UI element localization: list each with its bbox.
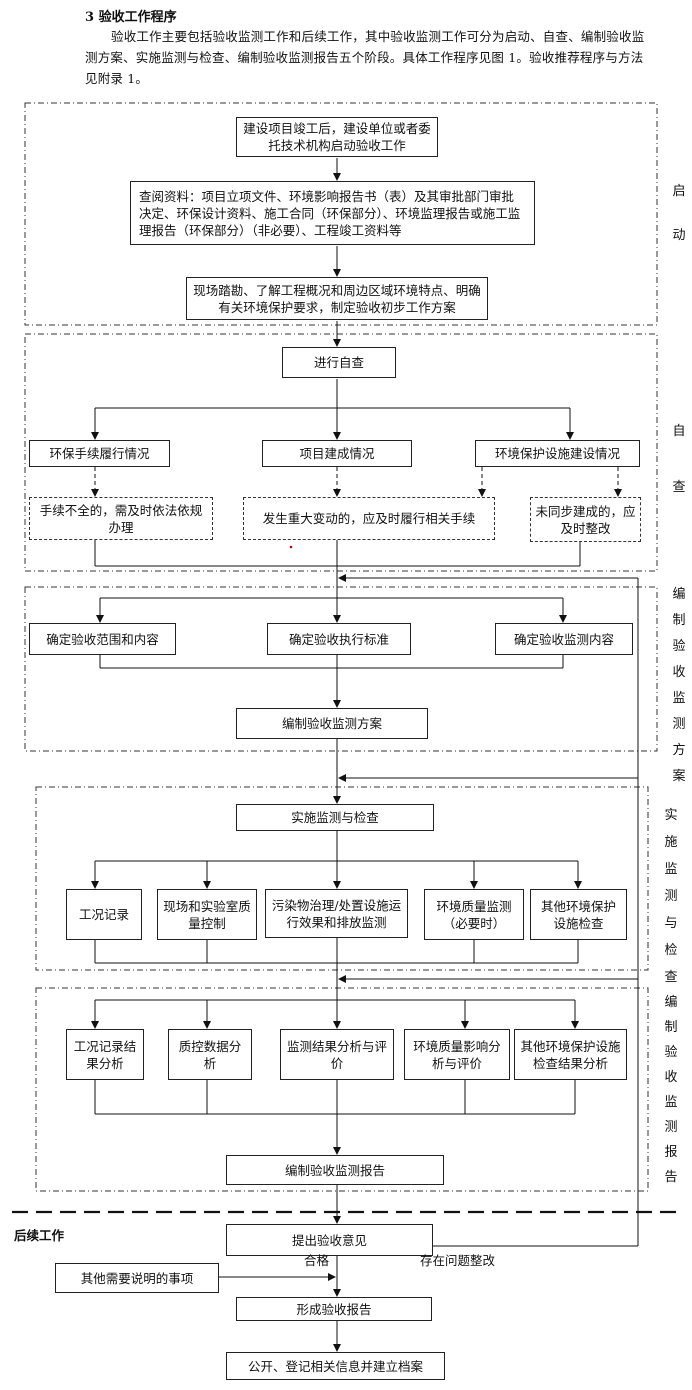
box-rep-results: 监测结果分析与评价 xyxy=(280,1029,394,1080)
box-impl-other-facilities: 其他环境保护设施检查 xyxy=(530,889,627,940)
stage-label-self-check: 自查 xyxy=(672,424,686,495)
box-rep-env-impact: 环境质量影响分析与评价 xyxy=(404,1029,510,1080)
box-sc-procedures: 环保手续履行情况 xyxy=(29,440,170,467)
box-impl-env-quality: 环境质量监测（必要时） xyxy=(424,889,524,940)
note-sc-facilities: 未同步建成的，应及时整改 xyxy=(530,497,641,542)
box-plan-scope: 确定验收范围和内容 xyxy=(29,623,176,655)
box-acceptance-opinion: 提出验收意见 xyxy=(226,1224,433,1256)
intro-paragraph: 验收工作主要包括验收监测工作和后续工作，其中验收监测工作可分为启动、自查、编制验… xyxy=(85,29,645,86)
section-heading: 3 验收工作程序 xyxy=(85,10,177,25)
box-sc-construction: 项目建成情况 xyxy=(262,440,412,467)
stage-label-plan: 编制验收监测方案 xyxy=(672,587,686,784)
stage-label-implement: 实施监测与检查 xyxy=(664,808,678,985)
box-start-review-docs: 查阅资料：项目立项文件、环境影响报告书（表）及其审批部门审批决定、环保设计资料、… xyxy=(130,181,535,245)
stage-frame-implement xyxy=(35,786,649,971)
box-impl-conditions: 工况记录 xyxy=(66,889,142,940)
box-start-site-visit: 现场踏勘、了解工程概况和周边区域环境特点、明确有关环境保护要求，制定验收初步工作… xyxy=(186,277,488,320)
stage-frame-plan xyxy=(24,586,658,752)
stage-frame-self-check xyxy=(24,333,658,572)
edge-label-rectify: 存在问题整改 xyxy=(420,1253,496,1268)
box-sc-facilities: 环境保护设施建设情况 xyxy=(475,440,640,467)
stage-frame-report xyxy=(35,987,649,1192)
box-other-notes: 其他需要说明的事项 xyxy=(55,1263,219,1293)
red-dot-mark xyxy=(289,545,293,549)
box-plan-content: 确定验收监测内容 xyxy=(495,623,633,655)
box-rep-other-facilities: 其他环境保护设施检查结果分析 xyxy=(514,1029,627,1080)
follow-up-label: 后续工作 xyxy=(14,1228,65,1243)
box-rep-main: 编制验收监测报告 xyxy=(226,1155,444,1185)
box-self-check: 进行自查 xyxy=(282,347,396,378)
stage-frame-start xyxy=(24,102,658,326)
box-start-initiate: 建设项目竣工后，建设单位或者委托技术机构启动验收工作 xyxy=(236,117,438,157)
box-rep-qc-data: 质控数据分析 xyxy=(168,1029,252,1080)
note-sc-construction: 发生重大变动的，应及时履行相关手续 xyxy=(243,497,495,540)
box-plan-standards: 确定验收执行标准 xyxy=(267,623,411,655)
box-rep-conditions: 工况记录结果分析 xyxy=(66,1029,144,1080)
box-impl-quality-control: 现场和实验室质量控制 xyxy=(157,889,257,940)
box-form-report: 形成验收报告 xyxy=(236,1297,432,1321)
edge-label-pass: 合格 xyxy=(304,1253,330,1268)
box-impl-main: 实施监测与检查 xyxy=(236,804,434,831)
note-sc-procedures: 手续不全的，需及时依法依规办理 xyxy=(29,497,213,540)
box-publish-archive: 公开、登记相关信息并建立档案 xyxy=(226,1352,445,1380)
box-plan-main: 编制验收监测方案 xyxy=(236,708,428,739)
stage-label-report: 编制验收监测报告 xyxy=(664,995,678,1185)
box-impl-emission-monitoring: 污染物治理/处置设施运行效果和排放监测 xyxy=(265,889,408,938)
stage-label-start: 启动 xyxy=(672,184,686,243)
